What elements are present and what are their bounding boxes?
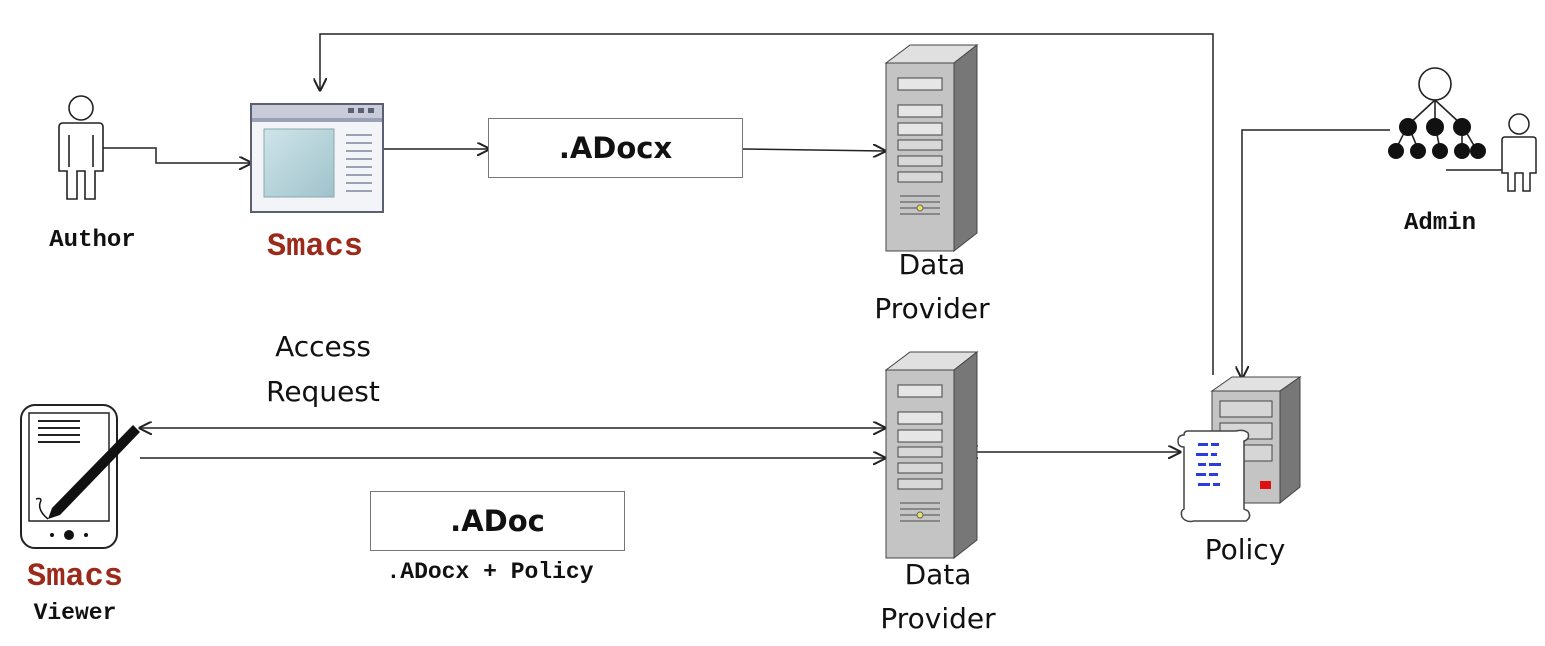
viewer-label-line2: Viewer	[33, 600, 117, 626]
data-provider-server-icon	[884, 350, 979, 560]
smacs-viewer-tablet-icon	[20, 404, 140, 549]
adocx-document-box: .ADocx	[488, 118, 743, 178]
admin-label: Admin	[1403, 210, 1476, 237]
adoc-caption: .ADocx + Policy	[386, 559, 594, 585]
author-label: Author	[49, 227, 136, 254]
admin-person-icon	[1501, 113, 1537, 192]
data-provider-server-icon	[884, 43, 979, 253]
access-request-label-line1: Access	[275, 330, 371, 363]
top-provider-label-line1: Data	[898, 248, 966, 281]
arrow-policy-to-smacs	[320, 33, 1214, 375]
smacs-window-icon	[250, 103, 384, 213]
adoc-label: .ADoc	[450, 504, 545, 538]
bottom-provider-label-line2: Provider	[880, 602, 996, 635]
policy-label: Policy	[1204, 533, 1286, 566]
viewer-label-line1: Smacs	[26, 558, 123, 595]
policy-scroll-icon	[1177, 429, 1251, 523]
access-request-label-line2: Request	[266, 375, 380, 408]
author-person-icon	[58, 95, 104, 200]
admin-hierarchy-icon	[1388, 67, 1486, 159]
arrow-admin-to-policy	[1242, 129, 1390, 378]
bottom-provider-label-line1: Data	[904, 558, 972, 591]
arrow-author-to-smacs	[83, 147, 251, 163]
adoc-document-box: .ADoc	[370, 491, 625, 551]
arrow-adocx-to-provider	[741, 149, 885, 151]
smacs-label: Smacs	[266, 228, 363, 265]
top-provider-label-line2: Provider	[874, 292, 990, 325]
adocx-label: .ADocx	[558, 131, 673, 165]
